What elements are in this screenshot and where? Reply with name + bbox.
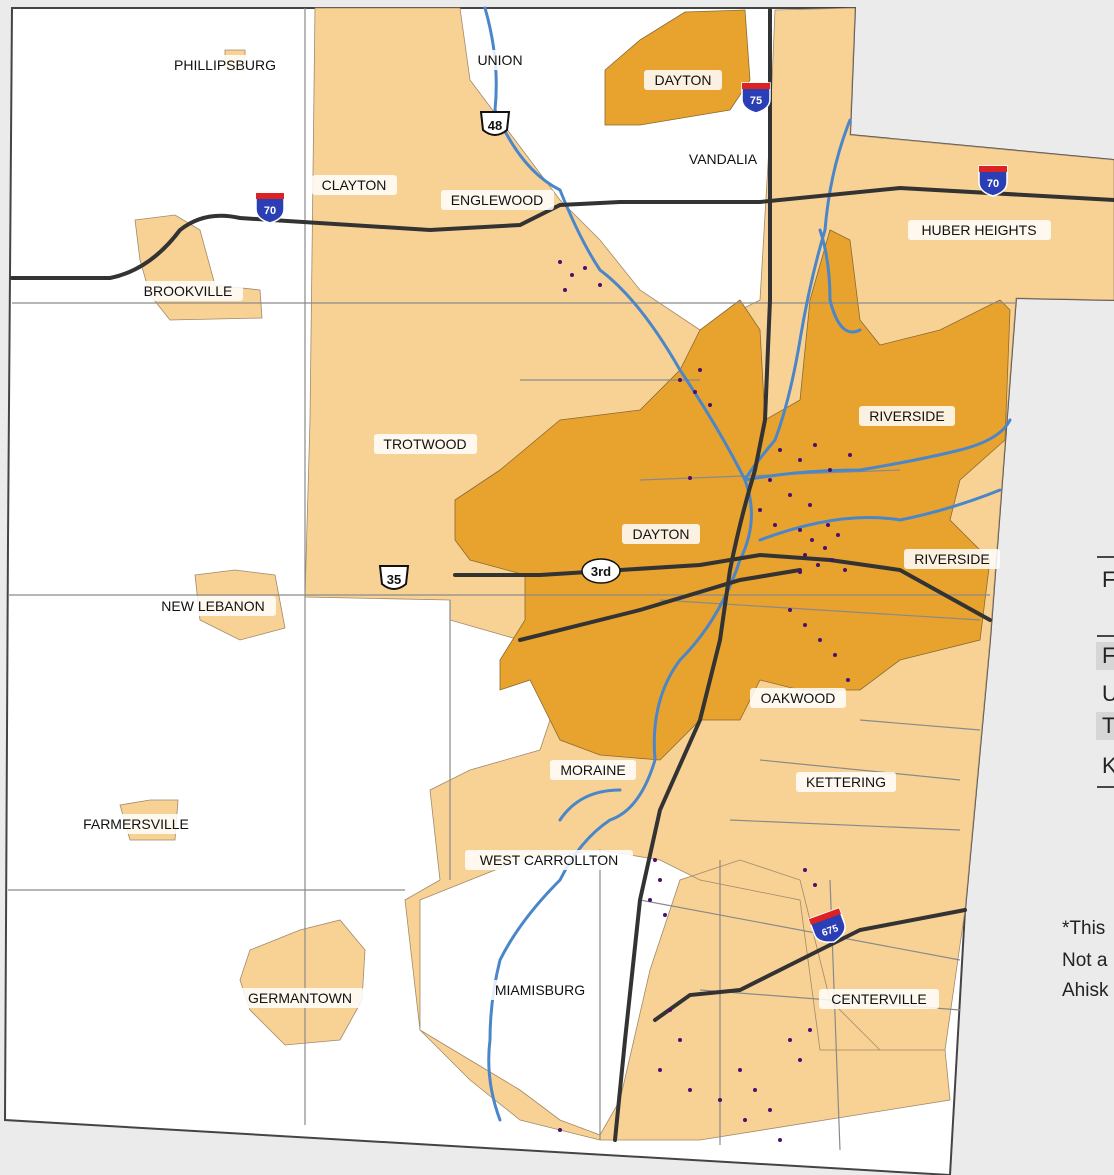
legend-item-4: T bbox=[1096, 712, 1114, 740]
third-street-shield: 3rd bbox=[581, 558, 621, 584]
svg-text:CENTERVILLE: CENTERVILLE bbox=[831, 991, 926, 1007]
legend-item-5: K bbox=[1102, 753, 1114, 778]
i75-number: 75 bbox=[750, 95, 762, 107]
legend-item-1: F bbox=[1102, 567, 1114, 592]
label-west-carrollton: WEST CARROLLTON bbox=[465, 850, 633, 870]
svg-text:RIVERSIDE: RIVERSIDE bbox=[869, 408, 944, 424]
third-street-label: 3rd bbox=[591, 564, 611, 579]
label-farmersville: FARMERSVILLE bbox=[71, 814, 201, 834]
label-dayton-north: DAYTON bbox=[644, 70, 722, 90]
svg-text:WEST CARROLLTON: WEST CARROLLTON bbox=[480, 852, 618, 868]
label-phillipsburg: PHILLIPSBURG bbox=[163, 55, 287, 75]
label-brookville: BROOKVILLE bbox=[134, 281, 243, 301]
svg-text:CLAYTON: CLAYTON bbox=[322, 177, 387, 193]
footnote-line-2: Not a bbox=[1062, 950, 1108, 971]
label-centerville: CENTERVILLE bbox=[819, 989, 939, 1009]
svg-text:MIAMISBURG: MIAMISBURG bbox=[495, 982, 585, 998]
svg-text:VANDALIA: VANDALIA bbox=[689, 151, 758, 167]
i675-shield: 675 bbox=[807, 907, 846, 943]
svg-text:RIVERSIDE: RIVERSIDE bbox=[914, 551, 989, 567]
label-new-lebanon: NEW LEBANON bbox=[150, 596, 276, 616]
label-riverside-north: RIVERSIDE bbox=[859, 406, 955, 426]
svg-text:DAYTON: DAYTON bbox=[632, 526, 689, 542]
boundary-lines bbox=[8, 8, 1016, 1151]
us48-number: 48 bbox=[488, 118, 502, 133]
legend-item-2: F bbox=[1096, 642, 1114, 670]
i70-west-number: 70 bbox=[264, 205, 276, 217]
data-points bbox=[558, 260, 852, 1142]
highways bbox=[10, 8, 1114, 1142]
label-riverside-east: RIVERSIDE bbox=[904, 549, 1000, 569]
dayton-city-area bbox=[454, 9, 1011, 761]
footnote-line-3: Ahisk bbox=[1062, 980, 1109, 1001]
svg-text:NEW LEBANON: NEW LEBANON bbox=[161, 598, 264, 614]
svg-text:GERMANTOWN: GERMANTOWN bbox=[248, 990, 352, 1006]
us35-number: 35 bbox=[387, 572, 401, 587]
us35-shield: 35 bbox=[378, 565, 410, 590]
label-huber-heights: HUBER HEIGHTS bbox=[908, 220, 1051, 240]
us48-shield: 48 bbox=[479, 111, 511, 136]
label-vandalia: VANDALIA bbox=[679, 149, 767, 169]
label-trotwood: TROTWOOD bbox=[374, 434, 477, 454]
i70-west-shield: 70 bbox=[255, 192, 285, 224]
svg-text:MORAINE: MORAINE bbox=[560, 762, 625, 778]
label-miamisburg: MIAMISBURG bbox=[484, 980, 596, 1000]
svg-text:TROTWOOD: TROTWOOD bbox=[383, 436, 466, 452]
svg-text:KETTERING: KETTERING bbox=[806, 774, 886, 790]
i70-east-number: 70 bbox=[987, 178, 999, 190]
label-englewood: ENGLEWOOD bbox=[441, 190, 554, 210]
footnote-line-1: *This bbox=[1062, 918, 1106, 939]
rivers bbox=[483, 6, 1012, 1122]
label-oakwood: OAKWOOD bbox=[750, 688, 846, 708]
svg-text:FARMERSVILLE: FARMERSVILLE bbox=[83, 816, 189, 832]
svg-text:OAKWOOD: OAKWOOD bbox=[761, 690, 836, 706]
svg-text:ENGLEWOOD: ENGLEWOOD bbox=[451, 192, 544, 208]
place-labels: PHILLIPSBURG UNION DAYTON VANDALIA CLAYT… bbox=[71, 50, 1051, 1009]
i75-shield: 75 bbox=[741, 82, 771, 114]
label-union: UNION bbox=[470, 50, 530, 70]
label-clayton: CLAYTON bbox=[312, 175, 397, 195]
label-dayton-main: DAYTON bbox=[622, 524, 700, 544]
i70-east-shield: 70 bbox=[978, 165, 1008, 197]
svg-text:DAYTON: DAYTON bbox=[654, 72, 711, 88]
svg-text:HUBER HEIGHTS: HUBER HEIGHTS bbox=[921, 222, 1036, 238]
label-germantown: GERMANTOWN bbox=[236, 988, 364, 1008]
legend-item-3: U bbox=[1102, 681, 1114, 706]
label-moraine: MORAINE bbox=[550, 760, 636, 780]
svg-text:UNION: UNION bbox=[477, 52, 522, 68]
legend-rules bbox=[1097, 556, 1114, 788]
svg-text:BROOKVILLE: BROOKVILLE bbox=[144, 283, 233, 299]
label-kettering: KETTERING bbox=[796, 772, 896, 792]
svg-text:PHILLIPSBURG: PHILLIPSBURG bbox=[174, 57, 276, 73]
